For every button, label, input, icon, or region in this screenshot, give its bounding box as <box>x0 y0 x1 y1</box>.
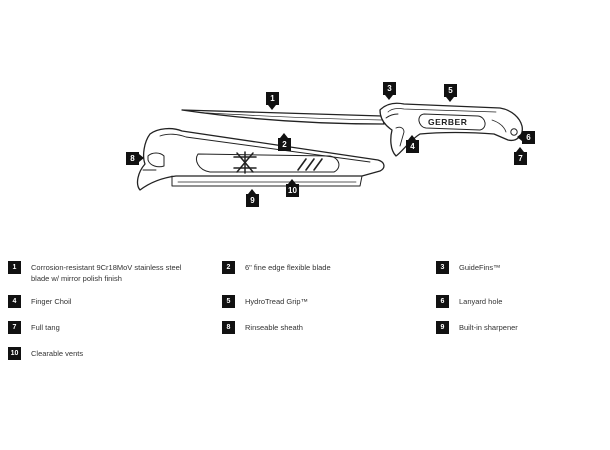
legend-item-3: 3 GuideFins™ <box>436 261 596 274</box>
legend-text: Clearable vents <box>31 349 84 358</box>
legend-item-10: 10 Clearable vents <box>8 347 188 360</box>
legend-item-9: 9 Built-in sharpener <box>436 321 596 334</box>
callout-9: 9 <box>246 189 259 207</box>
legend-number: 4 <box>8 295 21 308</box>
brand-mark: GERBER <box>428 117 467 127</box>
legend-number: 8 <box>222 321 235 334</box>
blade-drawing <box>181 109 385 125</box>
callout-1: 1 <box>266 92 279 110</box>
callout-10: 10 <box>286 179 299 197</box>
legend-number: 5 <box>222 295 235 308</box>
legend-text: Lanyard hole <box>459 297 503 306</box>
callout-5: 5 <box>444 84 457 102</box>
callout-2: 2 <box>278 133 291 151</box>
handle-drawing <box>379 102 523 157</box>
legend-text: HydroTread Grip™ <box>245 297 309 306</box>
legend-text: Finger Choil <box>31 297 72 306</box>
legend-item-6: 6 Lanyard hole <box>436 295 596 308</box>
sheath-emblem <box>233 151 257 174</box>
legend-item-4: 4 Finger Choil <box>8 295 188 308</box>
legend-item-8: 8 Rinseable sheath <box>222 321 402 334</box>
legend-text: Rinseable sheath <box>245 323 303 332</box>
legend-item-1: 1 Corrosion-resistant 9Cr18MoV stainless… <box>8 261 188 284</box>
knife-illustration: GERBER <box>136 102 523 191</box>
callout-7: 7 <box>514 147 527 165</box>
legend-text: Built-in sharpener <box>459 323 518 332</box>
legend-number: 6 <box>436 295 449 308</box>
callout-3: 3 <box>383 82 396 100</box>
callout-4: 4 <box>406 135 419 153</box>
sheath-drawing <box>136 127 385 191</box>
legend-item-5: 5 HydroTread Grip™ <box>222 295 402 308</box>
callout-8: 8 <box>126 152 144 165</box>
callout-6: 6 <box>517 131 535 144</box>
legend-item-7: 7 Full tang <box>8 321 188 334</box>
legend-item-2: 2 6" fine edge flexible blade <box>222 261 402 274</box>
legend-text: GuideFins™ <box>459 263 501 272</box>
legend-text: Corrosion-resistant 9Cr18MoV stainless s… <box>31 263 182 283</box>
legend-text: Full tang <box>31 323 60 332</box>
knife-diagram: GERBER 1 2 3 4 5 6 7 8 9 10 <box>126 82 535 207</box>
legend-number: 2 <box>222 261 235 274</box>
legend-number: 9 <box>436 321 449 334</box>
legend-number: 3 <box>436 261 449 274</box>
legend-number: 1 <box>8 261 21 274</box>
legend-number: 7 <box>8 321 21 334</box>
legend-number: 10 <box>8 347 21 360</box>
legend-text: 6" fine edge flexible blade <box>245 263 331 272</box>
